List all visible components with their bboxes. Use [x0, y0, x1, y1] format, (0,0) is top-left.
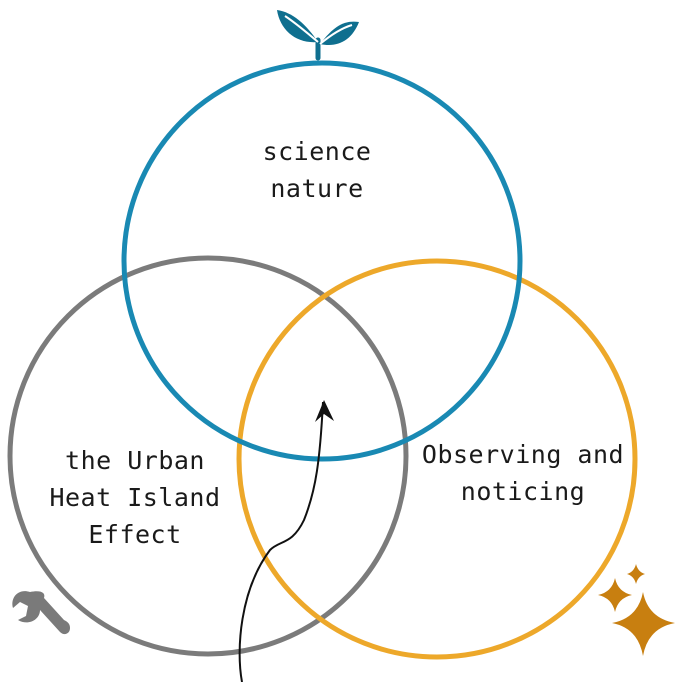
science-nature-label-line: science [262, 137, 372, 166]
observing-noticing-label: Observing and noticing [405, 436, 641, 510]
observing-noticing-circle [236, 258, 638, 660]
urban-heat-island-label-line: the Urban [65, 446, 205, 475]
sprout-icon [277, 10, 359, 61]
science-nature-label: science nature [217, 133, 417, 207]
observing-noticing-label-line: Observing and [421, 440, 625, 469]
observing-noticing-label-line: noticing [460, 477, 586, 506]
urban-heat-island-circle [7, 255, 409, 657]
science-nature-circle [121, 60, 523, 462]
wrench-icon [12, 591, 70, 635]
urban-heat-island-label-line: Heat Island [49, 483, 221, 512]
urban-heat-island-label-line: Effect [88, 520, 182, 549]
sparkle-icon [598, 564, 675, 656]
curved-arrow [238, 400, 334, 682]
science-nature-label-line: nature [270, 174, 364, 203]
urban-heat-island-label: the Urban Heat Island Effect [30, 442, 240, 553]
